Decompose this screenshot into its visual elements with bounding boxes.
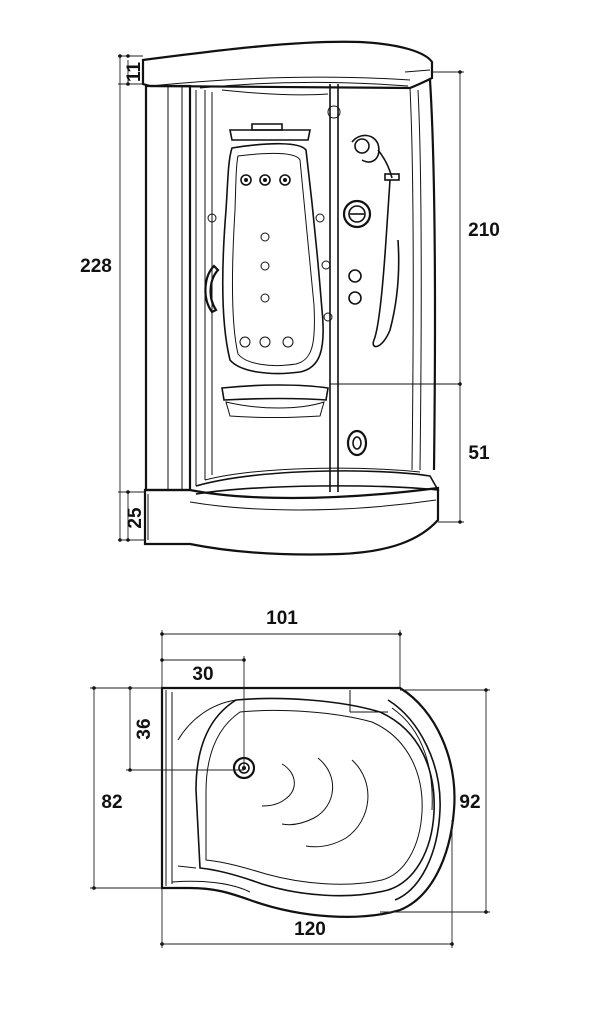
jet (260, 293, 270, 303)
cabin-roof (141, 40, 434, 90)
front-view: 11 228 25 210 51 (80, 40, 500, 556)
hand-shower (351, 134, 400, 348)
dimension-tray-height: 51 (468, 443, 490, 464)
dimension-total-height: 228 (80, 256, 112, 277)
jet (315, 213, 325, 223)
jet (259, 336, 271, 348)
tray-base (143, 486, 440, 556)
dimension-inner-width: 101 (266, 608, 298, 629)
plan-view: 101 30 36 82 92 120 (90, 608, 490, 948)
ripple (305, 759, 369, 848)
control-knob (348, 269, 362, 283)
jet (282, 336, 294, 348)
dimension-top-lip: 11 (124, 62, 145, 83)
dimension-left-depth: 82 (101, 792, 122, 813)
jet (240, 174, 252, 186)
plan-dimension-lines (90, 630, 490, 948)
massage-jets (207, 174, 333, 348)
tray-basin (195, 697, 435, 897)
jet (260, 232, 270, 242)
jet (259, 174, 271, 186)
jet (321, 260, 331, 270)
jet (239, 336, 251, 348)
front-dimension-lines (118, 54, 464, 542)
tray-drain (346, 429, 368, 457)
dimension-drain-offset-x: 30 (192, 664, 213, 685)
jet (260, 261, 270, 271)
massage-backrest (221, 142, 324, 375)
shower-tray (195, 470, 440, 495)
jet (323, 312, 333, 322)
ripple (281, 757, 333, 826)
jet (207, 213, 217, 223)
ceiling-light (221, 89, 329, 96)
seat (221, 384, 329, 401)
jet (279, 174, 291, 186)
dimension-drain-offset-y: 36 (134, 718, 155, 739)
tray-outline (160, 686, 456, 918)
door-handle (204, 264, 220, 314)
control-knob (348, 291, 362, 305)
control-dial (342, 199, 372, 229)
dimension-total-width: 120 (294, 919, 326, 940)
dimension-cabin-height: 210 (468, 220, 500, 241)
ripple (261, 763, 295, 807)
dimension-base-height: 25 (125, 507, 146, 529)
dimension-right-depth: 92 (459, 792, 480, 813)
headrest (229, 129, 311, 141)
